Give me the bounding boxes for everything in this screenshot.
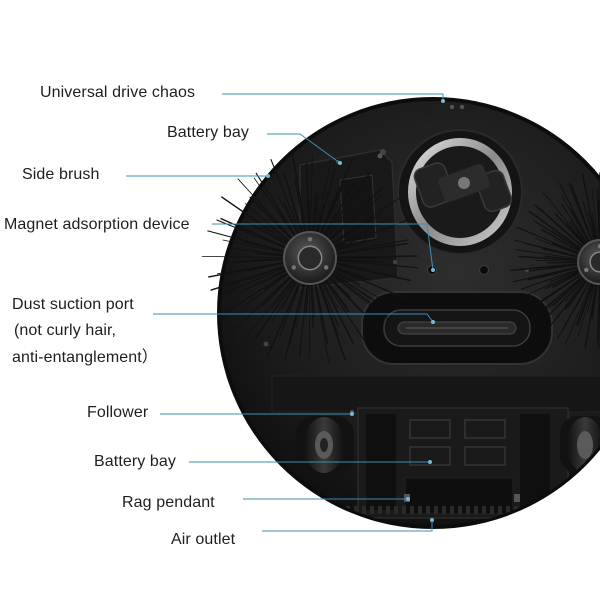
label-battery-bay-top: Battery bay (167, 124, 250, 141)
left-wheel-icon (296, 416, 354, 474)
leader-lines (126, 93, 444, 532)
label-magnet: Magnet adsorption device (4, 216, 190, 233)
label-dust-port-line2: (not curly hair, (14, 322, 117, 339)
rag-velcro-right (520, 414, 550, 510)
label-universal-drive: Universal drive chaos (40, 84, 196, 101)
velcro-strip (271, 375, 600, 413)
leader-endpoints (266, 99, 445, 522)
side-brush-icon (510, 172, 600, 349)
drive-caster-icon (413, 162, 513, 213)
label-rag-pendant: Rag pendant (122, 494, 215, 511)
battery-cover (339, 174, 377, 244)
label-follower: Follower (87, 404, 149, 421)
battery-bay-bottom (409, 419, 506, 466)
label-side-brush: Side brush (22, 166, 100, 183)
leader-magnet (212, 223, 434, 271)
label-dust-port-line3: anti-entanglement） (12, 349, 158, 366)
right-wheel-icon (560, 416, 600, 474)
side-brush-icon (201, 150, 418, 364)
leader-air-outlet (262, 520, 433, 532)
label-air-outlet: Air outlet (171, 531, 236, 548)
screw-icon (380, 149, 386, 155)
screw-hole (478, 264, 490, 276)
leader-universal-drive (222, 93, 444, 101)
label-battery-bay-bottom: Battery bay (94, 453, 177, 470)
sensor-dot (449, 104, 455, 110)
sensor-dot (459, 104, 465, 110)
label-dust-port-line1: Dust suction port (12, 296, 134, 313)
leader-battery-bay-top (267, 133, 341, 164)
leader-dust-port (153, 313, 434, 323)
